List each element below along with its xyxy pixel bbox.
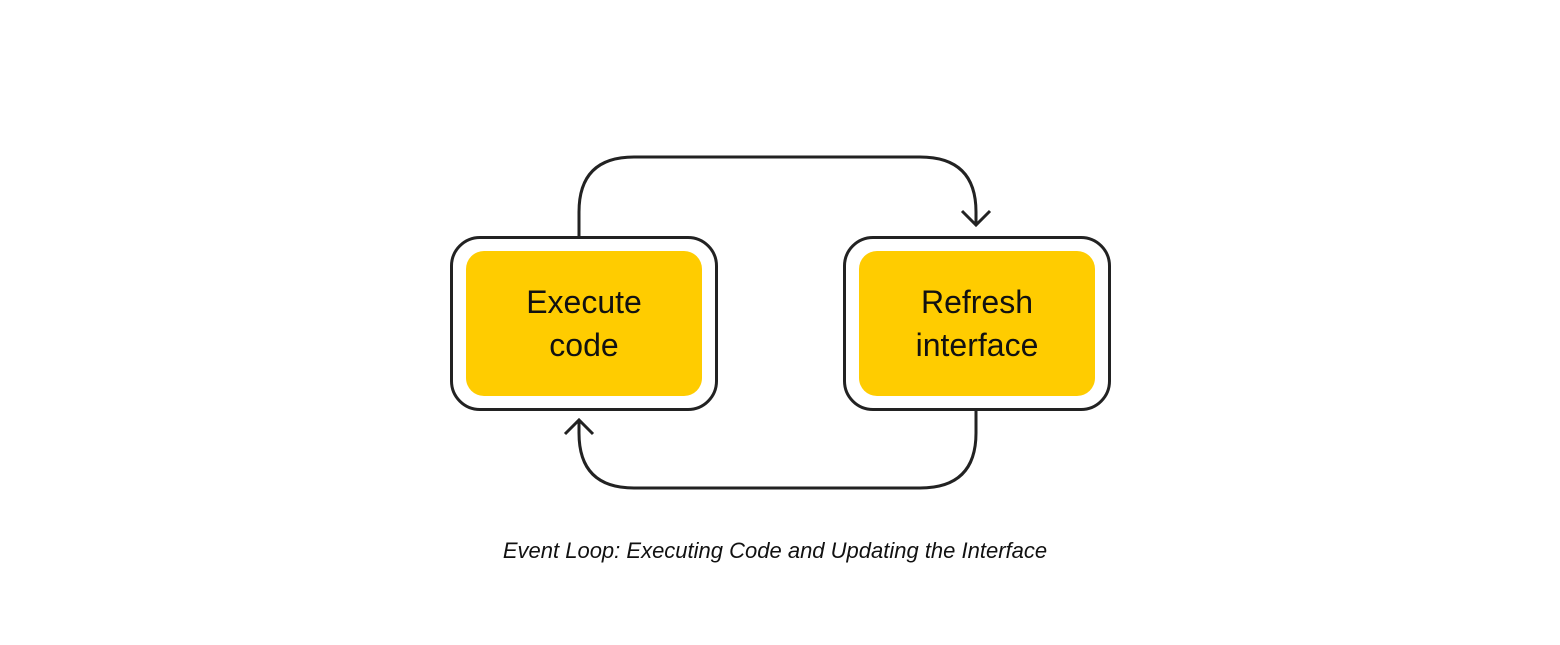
refresh-interface-fill: Refresh interface: [859, 251, 1095, 396]
execute-code-node: Execute code: [450, 236, 718, 411]
refresh-interface-label-line1: Refresh: [920, 283, 1034, 320]
execute-code-label-line2: code: [549, 326, 619, 363]
arrowhead-top: [960, 209, 992, 228]
arrowhead-bottom: [563, 417, 595, 436]
refresh-interface-label: Refresh interface: [916, 281, 1039, 367]
execute-code-label: Execute code: [526, 281, 642, 367]
refresh-interface-label-line2: interface: [915, 326, 1039, 363]
execute-code-label-line1: Execute: [526, 283, 642, 320]
loop-arrow-top: [577, 155, 978, 238]
refresh-interface-node: Refresh interface: [843, 236, 1111, 411]
loop-arrow-bottom: [577, 409, 978, 490]
diagram-caption: Event Loop: Executing Code and Updating …: [502, 538, 1048, 563]
execute-code-fill: Execute code: [466, 251, 702, 396]
